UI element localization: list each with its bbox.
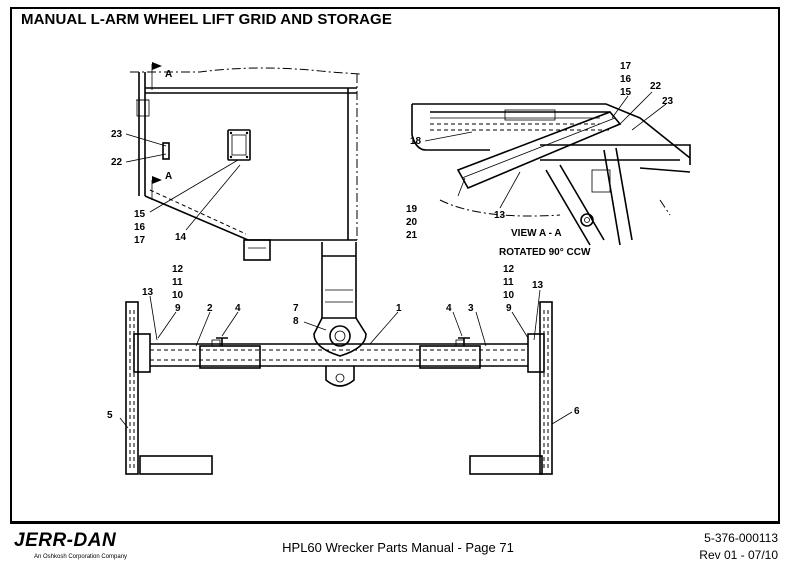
brand-tagline: An Oshkosh Corporation Company <box>34 554 128 560</box>
callout-19-view: 19 <box>406 204 418 215</box>
callout-15-side: 15 <box>134 209 146 220</box>
callout-2: 2 <box>207 303 213 314</box>
callout-10-right: 10 <box>503 290 515 301</box>
callout-12-right: 12 <box>503 264 515 275</box>
callout-16-side: 16 <box>134 222 146 233</box>
callout-11-left: 11 <box>172 277 183 288</box>
callout-7: 7 <box>293 303 299 314</box>
view-aa-drawing <box>411 91 691 246</box>
callout-11-right: 11 <box>503 277 514 288</box>
callout-21-view: 21 <box>406 230 418 241</box>
callout-22-side: 22 <box>111 157 123 168</box>
callout-14-side: 14 <box>175 232 187 243</box>
section-marker-a-bottom: A <box>165 171 172 182</box>
callout-18-view: 18 <box>410 136 422 147</box>
callout-3: 3 <box>468 303 474 314</box>
callout-23-side: 23 <box>111 129 123 140</box>
manual-page-label: HPL60 Wrecker Parts Manual - Page 71 <box>282 540 514 555</box>
revision: Rev 01 - 07/10 <box>699 548 778 562</box>
callout-17-view: 17 <box>620 61 632 72</box>
page-title: MANUAL L-ARM WHEEL LIFT GRID AND STORAGE <box>21 11 392 28</box>
callout-15-view: 15 <box>620 87 632 98</box>
callout-9-right: 9 <box>506 303 512 314</box>
brand-logo: JERR-DAN An Oshkosh Corporation Company <box>14 530 154 568</box>
callout-20-view: 20 <box>406 217 418 228</box>
callout-5: 5 <box>107 410 113 421</box>
callout-23-view: 23 <box>662 96 674 107</box>
part-number: 5-376-000113 <box>704 531 778 545</box>
callout-13-view: 13 <box>494 210 506 221</box>
callout-6: 6 <box>574 406 580 417</box>
callout-16-view: 16 <box>620 74 632 85</box>
callout-1: 1 <box>396 303 402 314</box>
callout-8: 8 <box>293 316 299 327</box>
callout-13-right: 13 <box>532 280 544 291</box>
view-label-title: VIEW A - A <box>511 228 562 239</box>
callout-4-left: 4 <box>235 303 241 314</box>
side-view-drawing <box>125 62 361 318</box>
callout-13-left: 13 <box>142 287 154 298</box>
document-info: 5-376-000113 Rev 01 - 07/10 <box>699 530 778 564</box>
callout-17-side: 17 <box>134 235 146 246</box>
view-label-rotation: ROTATED 90° CCW <box>499 247 591 258</box>
callout-22-view: 22 <box>650 81 662 92</box>
brand-wordmark: JERR-DAN <box>14 530 117 551</box>
footer-divider <box>10 522 780 524</box>
callout-10-left: 10 <box>172 290 184 301</box>
callout-12-left: 12 <box>172 264 184 275</box>
wheel-lift-grid-drawing <box>119 289 573 475</box>
callout-9-left: 9 <box>175 303 181 314</box>
callout-4-right: 4 <box>446 303 452 314</box>
section-marker-a-top: A <box>165 69 172 80</box>
